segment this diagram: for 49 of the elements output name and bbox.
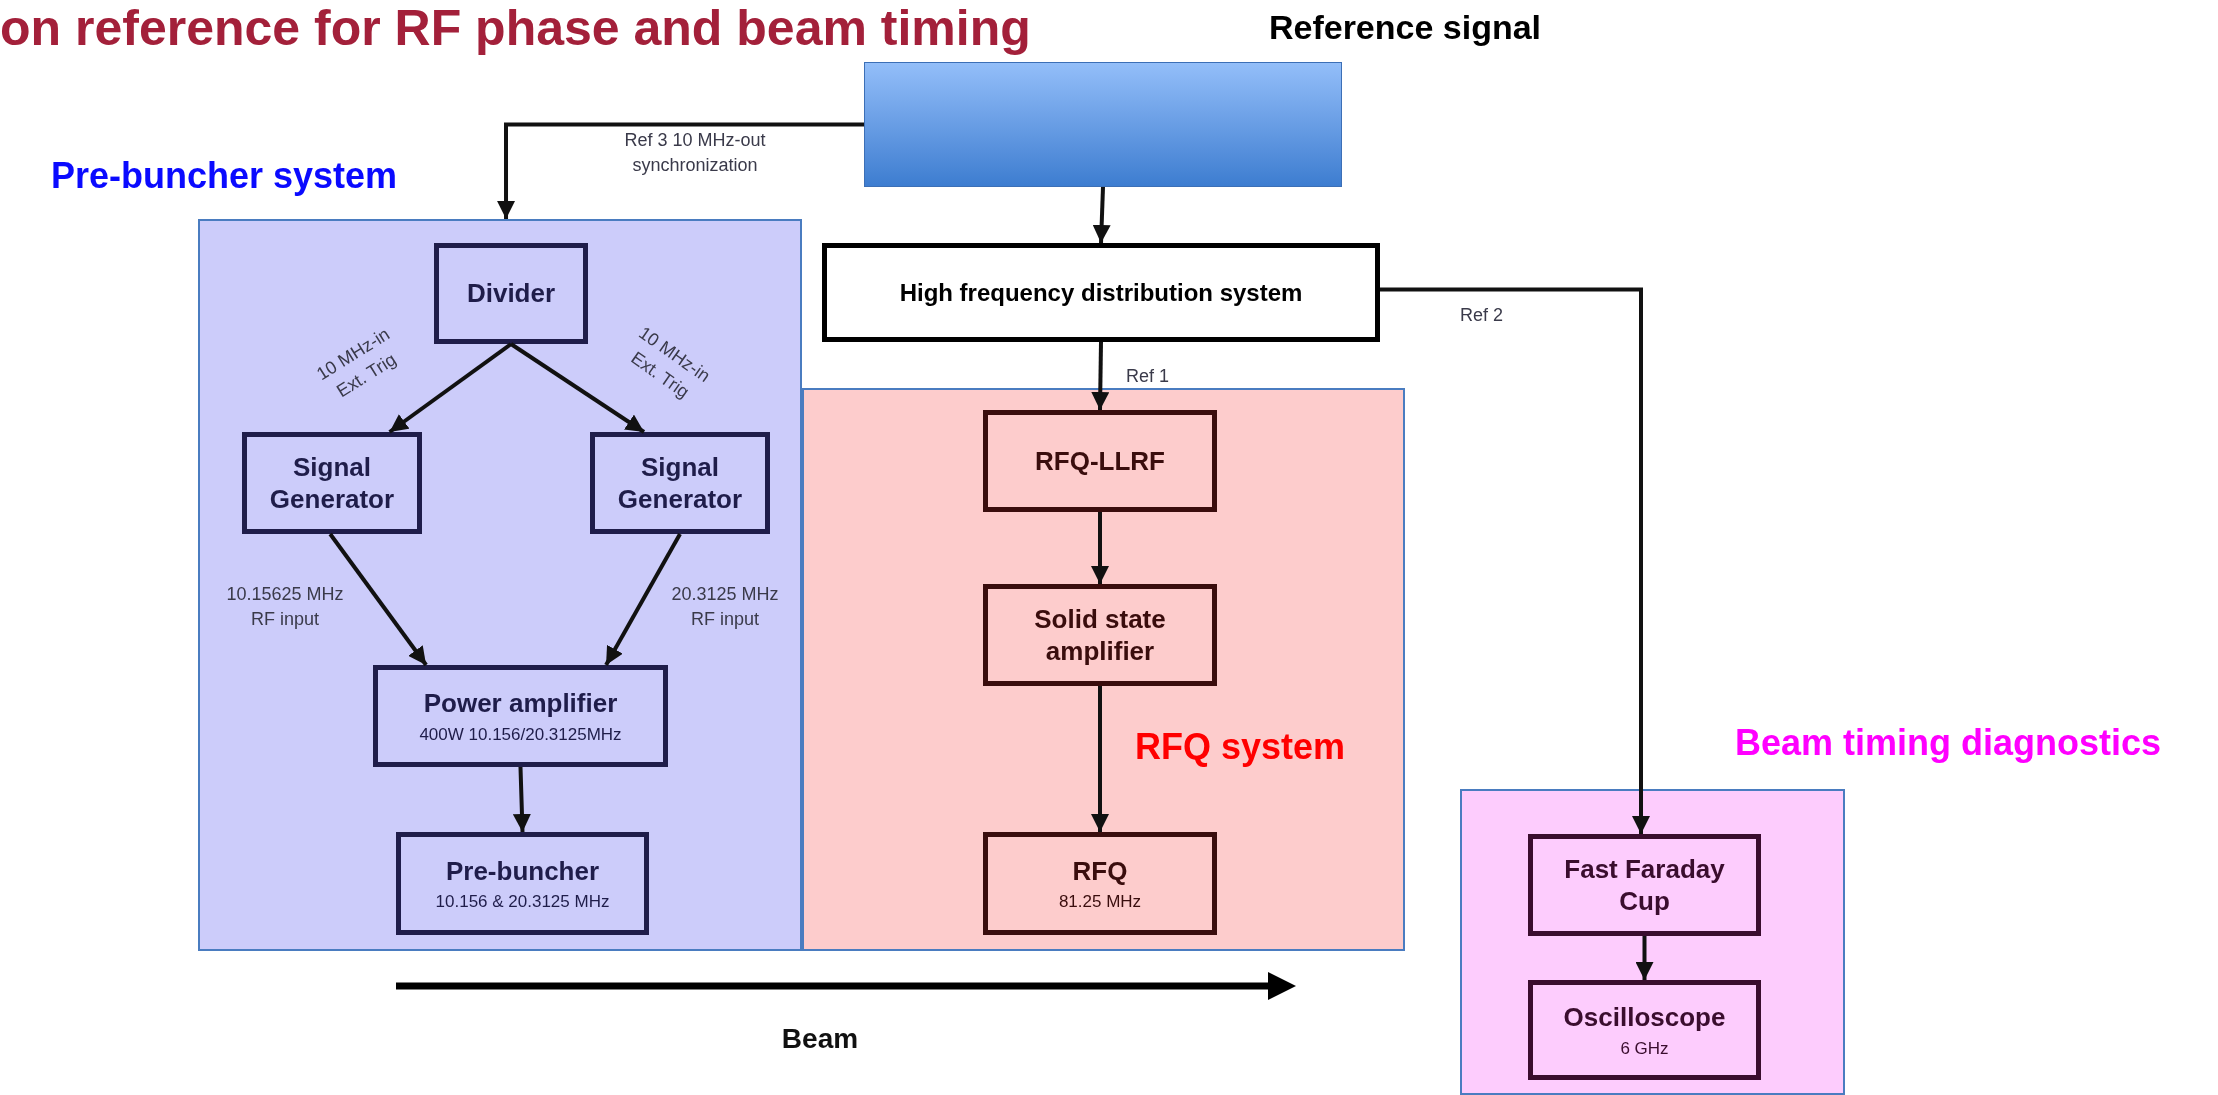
process-box bbox=[1528, 980, 1761, 1080]
box-subtitle: 10.156 & 20.3125 MHz bbox=[435, 891, 610, 913]
box-title: Divider bbox=[466, 277, 556, 310]
beam-label: Beam bbox=[780, 1022, 860, 1056]
process-box bbox=[983, 832, 1217, 935]
arrow bbox=[1092, 186, 1111, 244]
arrow bbox=[512, 766, 531, 833]
box-title: Fast Faraday Cup bbox=[1563, 852, 1726, 918]
box-title: RFQ-LLRF bbox=[1035, 444, 1165, 478]
process-box bbox=[1528, 834, 1761, 936]
arrow bbox=[509, 342, 646, 434]
arrow bbox=[604, 533, 682, 666]
diagram-title: on reference for RF phase and beam timing bbox=[0, 0, 1031, 56]
panel-title: RFQ system bbox=[1133, 725, 1347, 769]
edge-label: Ref 2 bbox=[1460, 304, 1505, 327]
arrow bbox=[1091, 512, 1109, 584]
box-title: Oscilloscope bbox=[1563, 1001, 1726, 1034]
process-box bbox=[590, 432, 770, 534]
edge-label: Ref 3 10 MHz-out synchronization bbox=[623, 129, 767, 177]
process-box bbox=[373, 665, 668, 767]
arrow bbox=[1380, 287, 1650, 834]
box-title: Signal Generator bbox=[268, 450, 396, 516]
process-box bbox=[434, 243, 588, 344]
arrow bbox=[328, 532, 428, 667]
box-title: RFQ bbox=[1072, 854, 1128, 888]
edge-label: Ref 1 bbox=[1126, 365, 1171, 388]
panel-title: Beam timing diagnostics bbox=[1733, 721, 2163, 765]
arrow bbox=[1091, 341, 1110, 411]
process-box bbox=[396, 832, 649, 935]
process-box bbox=[822, 243, 1380, 342]
arrow bbox=[497, 122, 864, 219]
panel-title: Pre-buncher system bbox=[49, 154, 399, 198]
panel-title: Reference signal bbox=[1267, 6, 1543, 48]
box-title: Pre-buncher bbox=[445, 854, 600, 888]
arrow bbox=[1635, 936, 1654, 980]
arrow bbox=[388, 342, 513, 434]
box-title: Signal Generator bbox=[616, 450, 744, 516]
box-title: Solid state amplifier bbox=[1033, 602, 1167, 668]
box-subtitle: 81.25 MHz bbox=[1058, 891, 1142, 913]
process-box bbox=[983, 410, 1217, 512]
box-title: Power amplifier bbox=[423, 687, 618, 720]
edge-label: 10.15625 MHz RF input bbox=[225, 583, 345, 631]
box-subtitle: 6 GHz bbox=[1620, 1037, 1669, 1059]
edge-label: 20.3125 MHz RF input bbox=[670, 583, 780, 631]
process-box bbox=[983, 584, 1217, 686]
box-title: High frequency distribution system bbox=[899, 277, 1303, 308]
process-box bbox=[242, 432, 422, 534]
arrow bbox=[1091, 686, 1109, 832]
box-subtitle: 400W 10.156/20.3125MHz bbox=[419, 723, 622, 745]
